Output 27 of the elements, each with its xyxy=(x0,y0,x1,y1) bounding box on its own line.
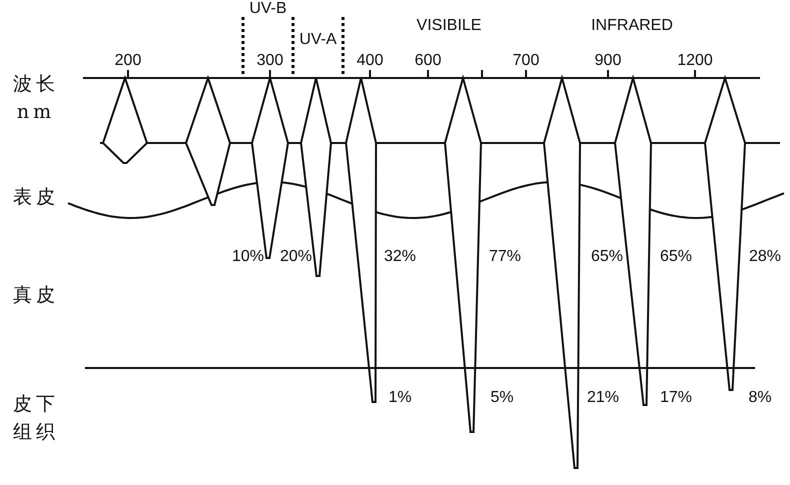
wavelength-label: 300 xyxy=(256,52,284,70)
percentage-label: 65% xyxy=(660,248,692,266)
percentage-label: 21% xyxy=(586,389,620,407)
wavelength-label: 700 xyxy=(512,52,540,70)
wavelength-label: 1200 xyxy=(677,52,713,70)
band-label: INFRARED xyxy=(591,17,673,35)
wavelength-label: 200 xyxy=(114,52,142,70)
percentage-label: 28% xyxy=(748,248,782,266)
layer-label: 表皮 xyxy=(12,185,60,210)
percentage-label: 32% xyxy=(384,248,416,266)
percentage-label: 5% xyxy=(490,389,514,407)
band-label: UV-A xyxy=(299,31,337,49)
percentage-label: 20% xyxy=(280,248,312,266)
percentage-label: 65% xyxy=(590,248,624,266)
wavelength-label: 600 xyxy=(414,52,442,70)
percentage-label: 17% xyxy=(660,389,692,407)
wavelength-label: 900 xyxy=(594,52,622,70)
layer-label: 皮下组织 xyxy=(12,392,60,445)
band-label: UV-B xyxy=(249,0,287,18)
percentage-label: 10% xyxy=(232,248,264,266)
axis-label: 波长 nm xyxy=(12,72,60,125)
percentage-label: 77% xyxy=(488,248,522,266)
percentage-label: 8% xyxy=(748,389,772,407)
percentage-label: 1% xyxy=(388,389,412,407)
wavelength-label: 400 xyxy=(356,52,384,70)
band-label: VISIBILE xyxy=(416,17,482,35)
layer-label: 真皮 xyxy=(12,283,60,308)
